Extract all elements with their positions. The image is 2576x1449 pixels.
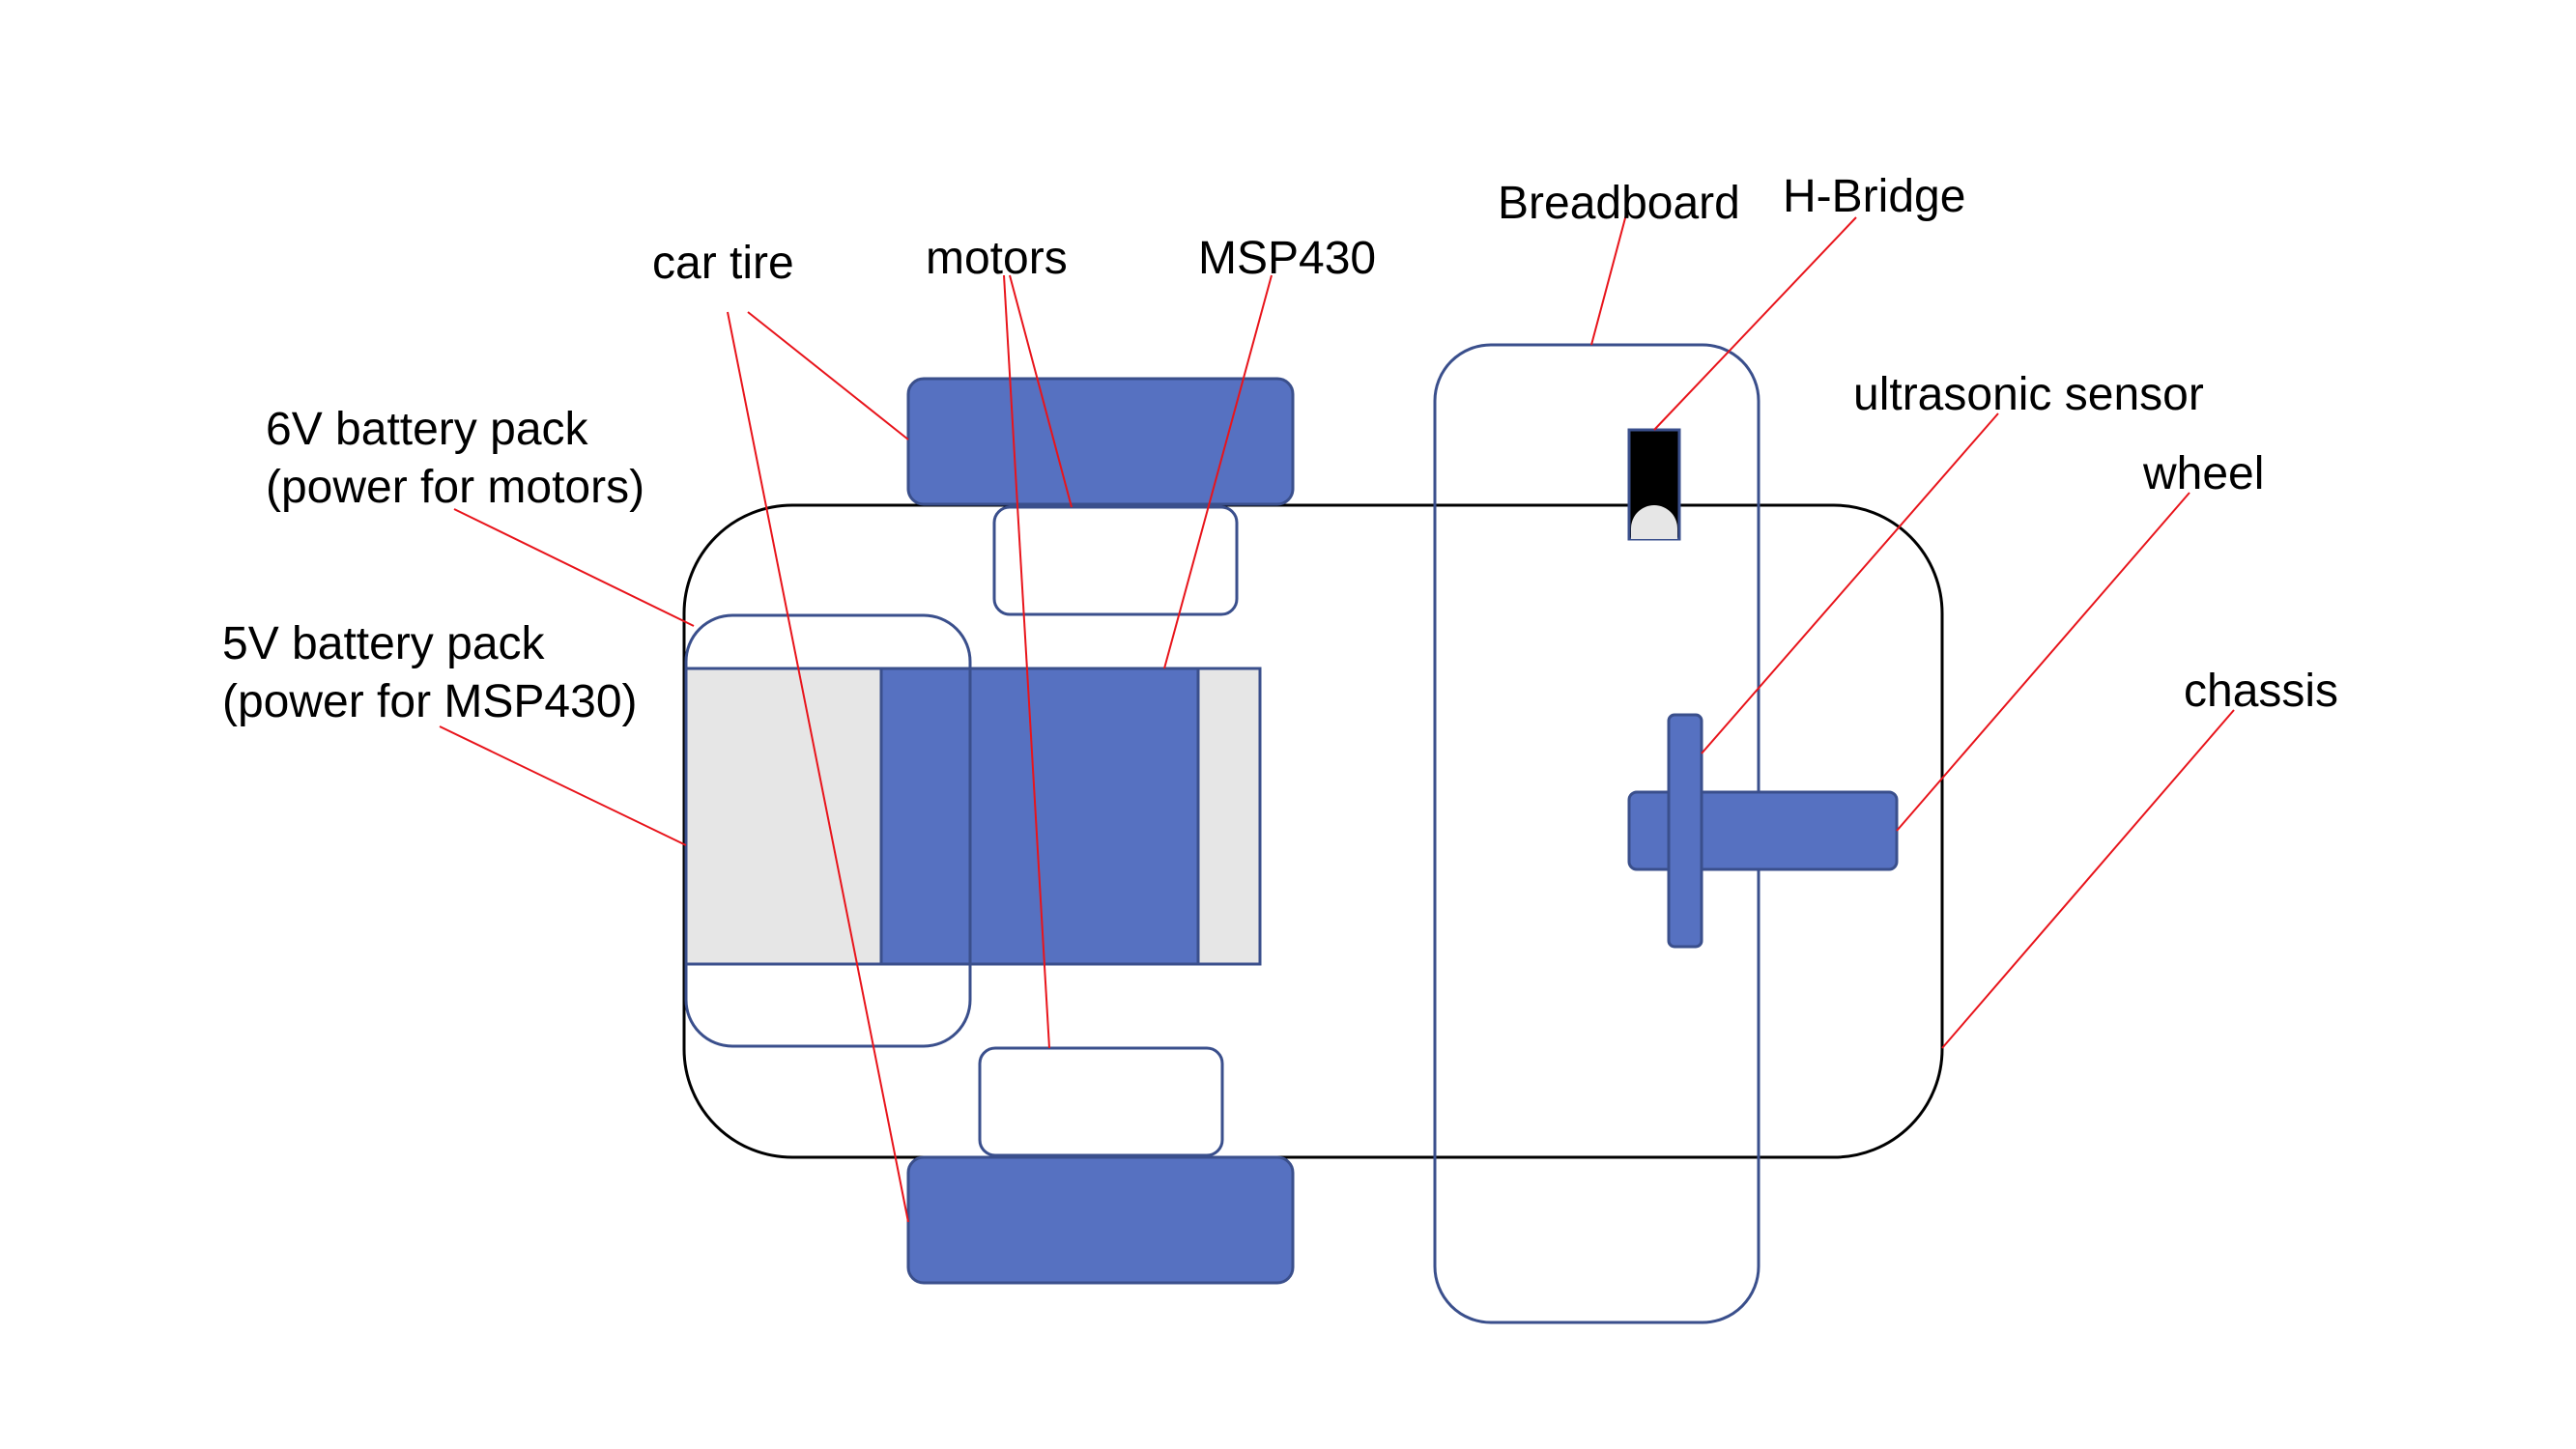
label-battery-5v-line2: (power for MSP430): [222, 676, 638, 727]
ultrasonic-sensor: [1667, 713, 1703, 949]
motor-bottom: [978, 1046, 1224, 1157]
leader-motors-top: [1009, 274, 1073, 508]
leader-breadboard: [1590, 213, 1627, 346]
leader-car-tire-top: [747, 311, 909, 440]
label-car-tire: car tire: [652, 238, 794, 289]
leader-battery-6v: [453, 508, 695, 627]
leader-lines: [439, 213, 2235, 1223]
motor-top: [992, 505, 1239, 616]
leader-chassis: [1941, 709, 2235, 1049]
label-wheel: wheel: [2142, 448, 2264, 499]
leader-car-tire-bottom: [727, 311, 909, 1223]
leader-ultrasonic-sensor: [1701, 412, 1999, 754]
car-tire-top: [906, 377, 1295, 506]
leader-wheel: [1896, 492, 2190, 832]
label-battery-5v-line1: 5V battery pack: [222, 618, 546, 669]
leader-h-bridge: [1653, 216, 1857, 431]
h-bridge-indicator: [1631, 505, 1677, 539]
leader-motors-bottom: [1003, 274, 1050, 1049]
label-chassis: chassis: [2184, 666, 2338, 717]
msp430-board: [879, 667, 1200, 966]
battery-pack-6v: [684, 613, 972, 1048]
car-tire-bottom: [906, 1155, 1295, 1285]
leader-msp430: [1163, 274, 1273, 669]
h-bridge: [1627, 428, 1681, 541]
callout-labels: car tire motors MSP430 Breadboard H-Brid…: [222, 171, 2338, 727]
label-ultrasonic-sensor: ultrasonic sensor: [1853, 369, 2204, 420]
label-motors: motors: [926, 233, 1068, 284]
leader-battery-5v: [439, 725, 687, 846]
label-h-bridge: H-Bridge: [1783, 171, 1965, 222]
label-breadboard: Breadboard: [1498, 178, 1740, 229]
label-battery-6v-line1: 6V battery pack: [266, 404, 589, 455]
label-msp430: MSP430: [1198, 233, 1376, 284]
label-battery-6v-line2: (power for motors): [266, 462, 644, 513]
